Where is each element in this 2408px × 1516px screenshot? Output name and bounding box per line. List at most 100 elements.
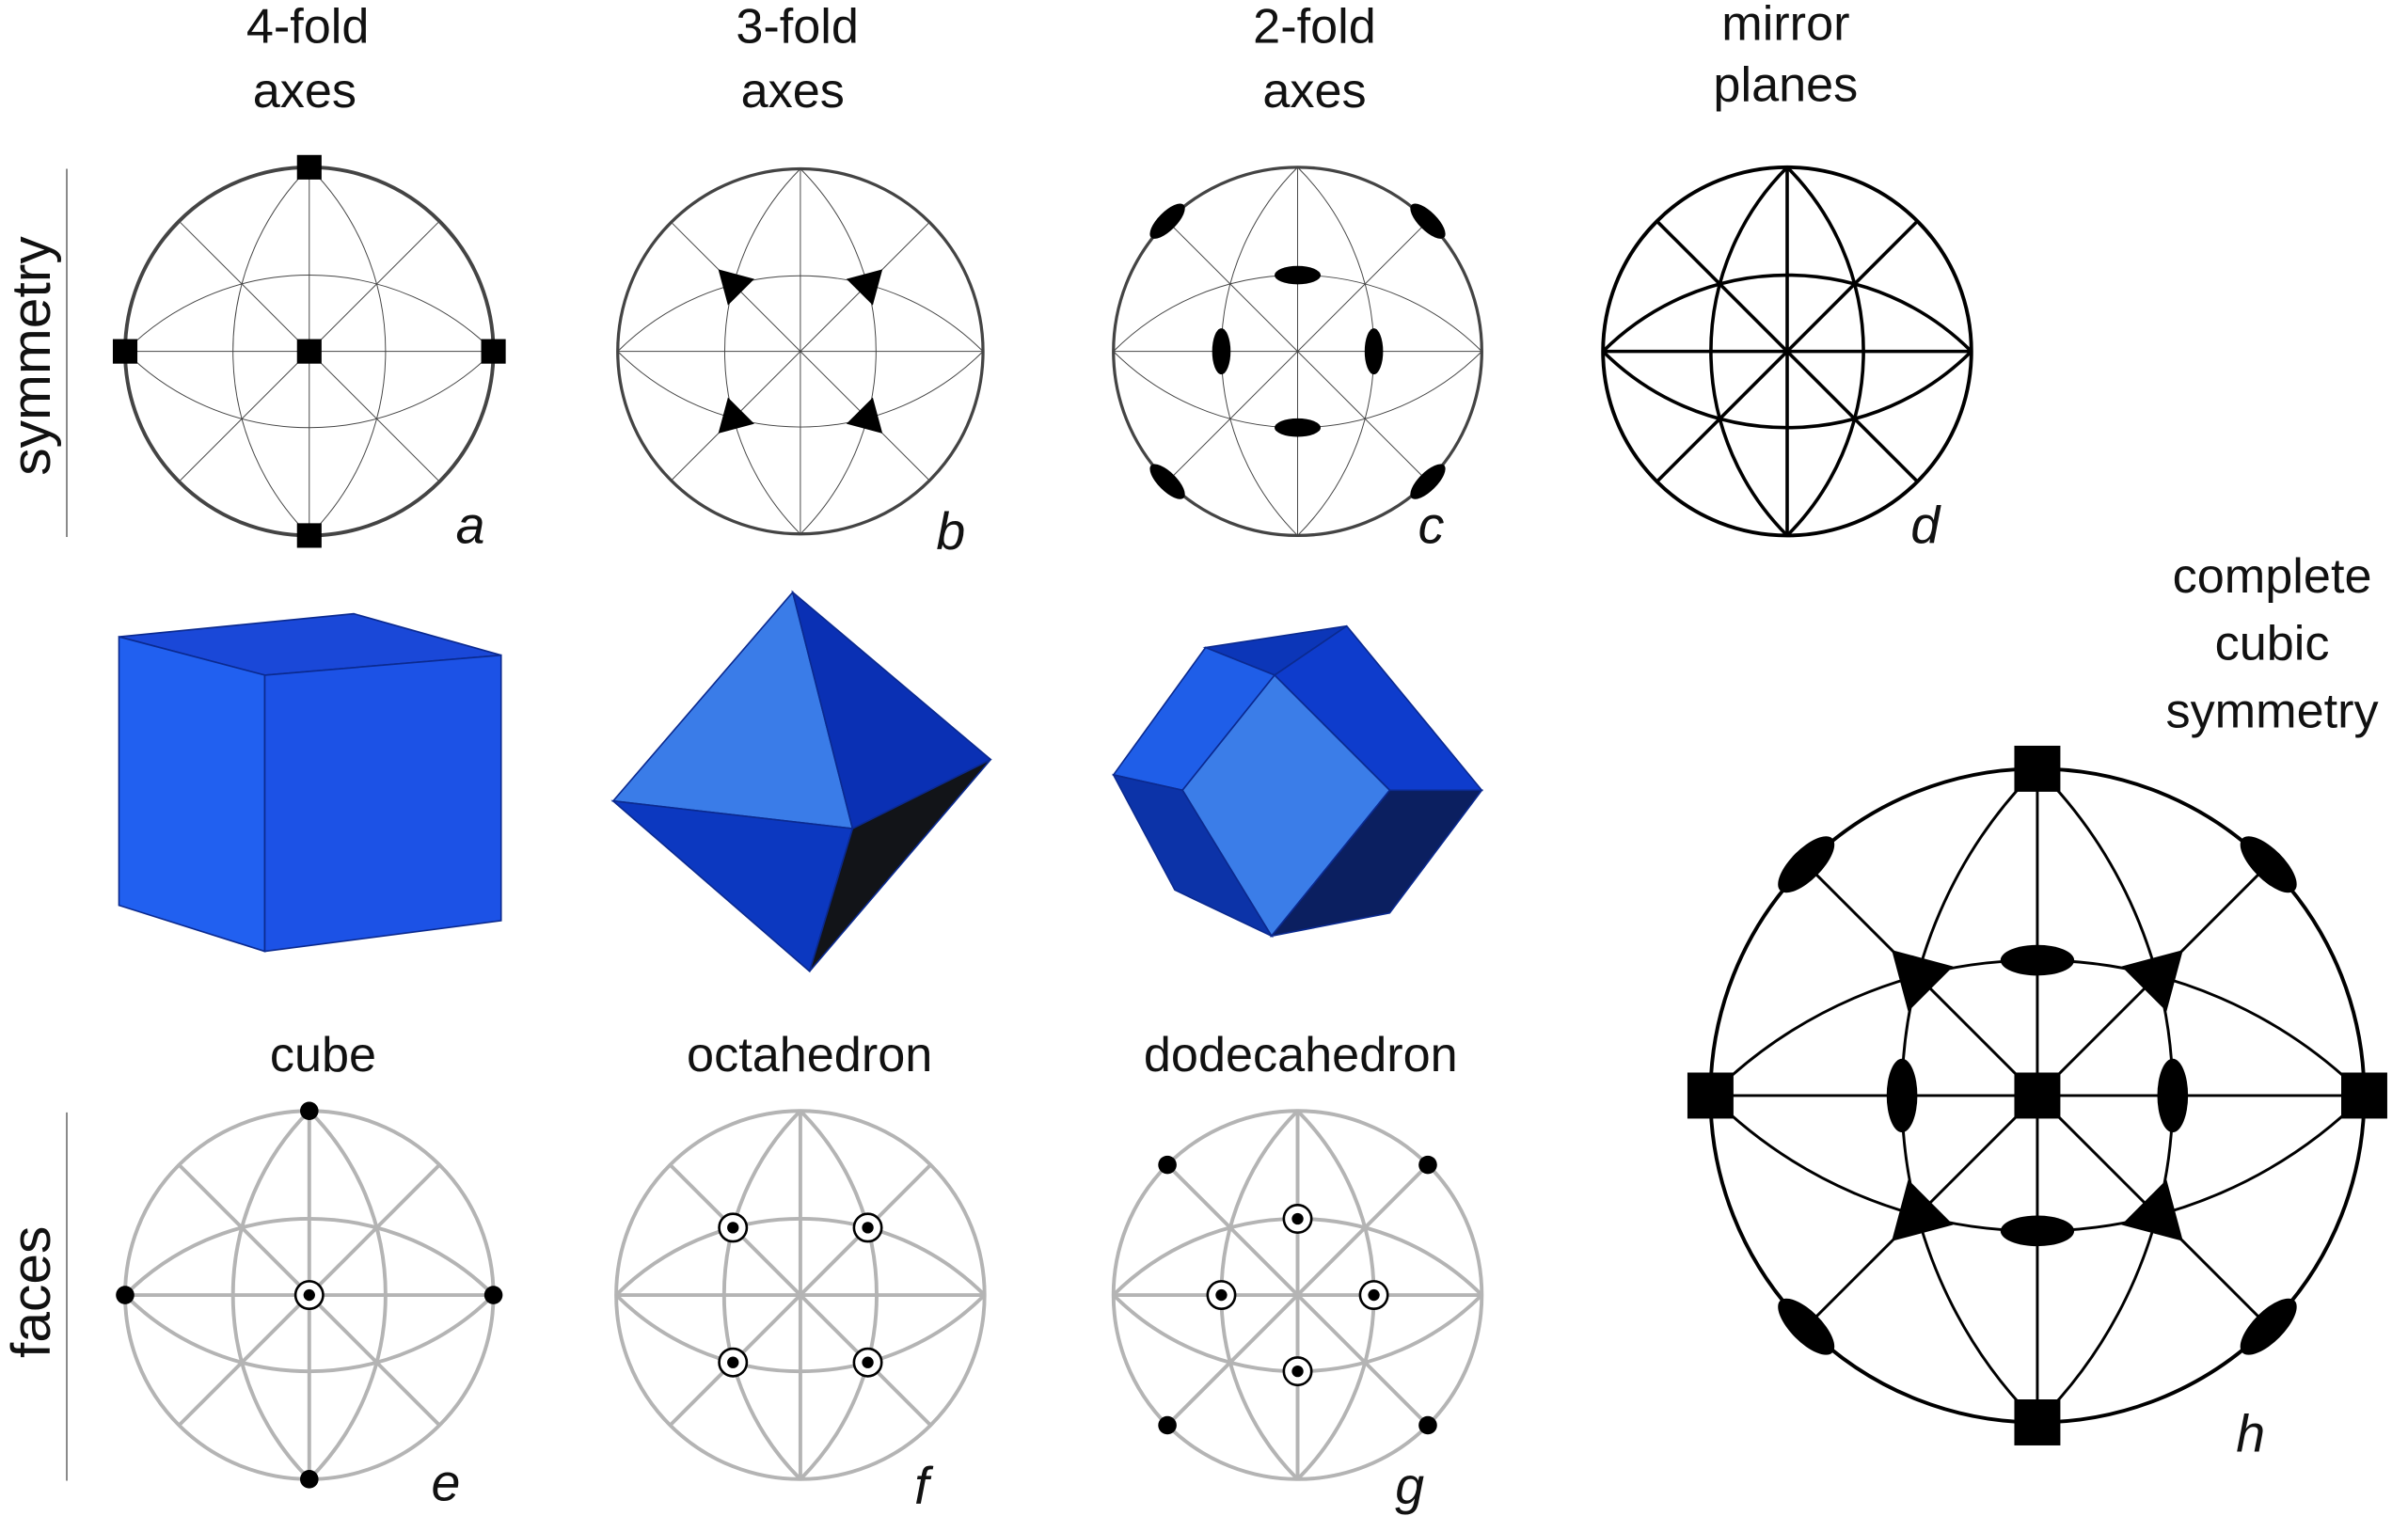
great-circle-arc — [309, 166, 387, 536]
great-circle-arc — [723, 168, 801, 535]
threefold-triangle-icon — [2121, 1179, 2183, 1241]
twofold-lens-icon — [1364, 328, 1384, 375]
face-pole-center-dot — [727, 1222, 739, 1234]
header-3fold-line1: 3-fold — [736, 0, 859, 55]
great-circle-arc — [123, 1216, 495, 1297]
face-pole-center-dot — [1215, 1288, 1228, 1302]
rhombic-dodecahedron-solid — [1112, 624, 1484, 939]
label-octahedron: octahedron — [687, 1028, 932, 1082]
twofold-lens-icon — [2000, 1215, 2075, 1247]
header-mirror-line2: planes — [1713, 58, 1858, 113]
fourfold-square-icon — [296, 154, 322, 180]
stereogram-dodecahedron-faces — [1111, 1109, 1484, 1481]
twofold-lens-icon — [2240, 1298, 2297, 1355]
twofold-lens-icon — [1410, 464, 1446, 499]
stereogram-3fold-axes — [616, 166, 985, 536]
threefold-triangle-icon — [846, 269, 883, 306]
cube-solid — [118, 612, 502, 953]
face-pole-center-dot — [1291, 1212, 1304, 1225]
panel-letter-c: c — [1418, 497, 1445, 555]
face-pole-dot-icon — [300, 1470, 319, 1489]
label-cube: cube — [270, 1028, 376, 1082]
fourfold-square-icon — [1687, 1072, 1734, 1119]
panel-letter-b: b — [936, 502, 965, 561]
header-complete-line1: complete — [2173, 549, 2372, 604]
stereogram-cube-faces — [116, 1101, 503, 1489]
great-circle-arc — [614, 1216, 987, 1297]
face-pole-center-dot — [1368, 1288, 1380, 1302]
header-2fold-line2: axes — [1262, 64, 1366, 118]
fourfold-square-icon — [296, 339, 322, 364]
panel-letter-f: f — [914, 1457, 934, 1515]
great-circle-arc — [124, 275, 494, 352]
mirror-line — [1656, 219, 1919, 483]
label-dodecahedron: dodecahedron — [1144, 1028, 1458, 1082]
fourfold-square-icon — [2341, 1072, 2387, 1119]
header-mirror-line1: mirror — [1721, 0, 1849, 51]
twofold-lens-icon — [1275, 418, 1321, 437]
threefold-triangle-icon — [846, 397, 883, 434]
header-4fold-line1: 4-fold — [246, 0, 370, 55]
header-3fold-line2: axes — [741, 64, 845, 118]
great-circle-arc — [1601, 350, 1973, 430]
stereogram-octahedron-faces — [614, 1109, 987, 1481]
threefold-triangle-icon — [2121, 950, 2183, 1012]
twofold-lens-icon — [1778, 836, 1835, 893]
twofold-lens-icon — [2240, 836, 2297, 893]
stereogram-complete-cubic-symmetry — [1687, 745, 2387, 1445]
face-pole-dot-icon — [483, 1286, 503, 1304]
face-pole-dot-icon — [1418, 1415, 1437, 1435]
great-circle-arc — [232, 166, 310, 536]
panel-letter-h: h — [2236, 1404, 2265, 1462]
twofold-lens-icon — [1778, 1298, 1835, 1355]
face-pole-dot-icon — [1158, 1415, 1177, 1435]
threefold-triangle-icon — [1892, 1179, 1954, 1241]
twofold-lens-icon — [2157, 1058, 2189, 1133]
fourfold-square-icon — [2014, 1399, 2061, 1445]
great-circle-arc — [614, 1293, 987, 1374]
great-circle-arc — [617, 351, 984, 428]
header-2fold-line1: 2-fold — [1253, 0, 1376, 55]
great-circle-arc — [799, 1109, 879, 1481]
threefold-triangle-icon — [718, 397, 754, 434]
twofold-lens-icon — [1149, 464, 1185, 499]
header-4fold-line2: axes — [253, 64, 356, 118]
great-circle-arc — [1601, 273, 1973, 353]
face-pole-dot-icon — [1158, 1155, 1177, 1175]
face-pole-center-dot — [727, 1356, 739, 1368]
face-pole-dot-icon — [300, 1101, 319, 1121]
header-complete-line2: cubic — [2215, 617, 2330, 671]
great-circle-arc — [1785, 166, 1865, 537]
panel-letter-d: d — [1910, 497, 1941, 555]
face-pole-center-dot — [862, 1356, 874, 1368]
mirror-line — [671, 221, 930, 482]
row-label-faces: faces — [1, 1226, 62, 1358]
mirror-line — [669, 1163, 932, 1427]
twofold-lens-icon — [1212, 328, 1231, 375]
mirror-line — [1166, 220, 1429, 482]
great-circle-arc — [1709, 166, 1789, 537]
fourfold-square-icon — [112, 339, 138, 364]
great-circle-arc — [123, 1293, 495, 1374]
great-circle-arc — [308, 1109, 388, 1481]
twofold-lens-icon — [2000, 944, 2075, 976]
threefold-triangle-icon — [718, 269, 754, 306]
great-circle-arc — [800, 168, 877, 535]
twofold-lens-icon — [1410, 203, 1446, 239]
row-label-symmetry: symmetry — [1, 236, 62, 476]
stereogram-4fold-axes — [112, 154, 506, 548]
great-circle-arc — [230, 1109, 311, 1481]
fourfold-square-icon — [481, 339, 506, 364]
fourfold-square-icon — [2014, 745, 2061, 792]
threefold-triangle-icon — [1892, 950, 1954, 1012]
twofold-lens-icon — [1275, 265, 1321, 285]
face-pole-dot-icon — [1418, 1155, 1437, 1175]
face-pole-center-dot — [862, 1222, 874, 1234]
great-circle-arc — [617, 275, 984, 352]
stereogram-mirror-planes — [1601, 165, 1973, 538]
fourfold-square-icon — [296, 523, 322, 548]
fourfold-square-icon — [2014, 1072, 2061, 1119]
great-circle-arc — [124, 351, 494, 429]
face-pole-center-dot — [1291, 1365, 1304, 1378]
